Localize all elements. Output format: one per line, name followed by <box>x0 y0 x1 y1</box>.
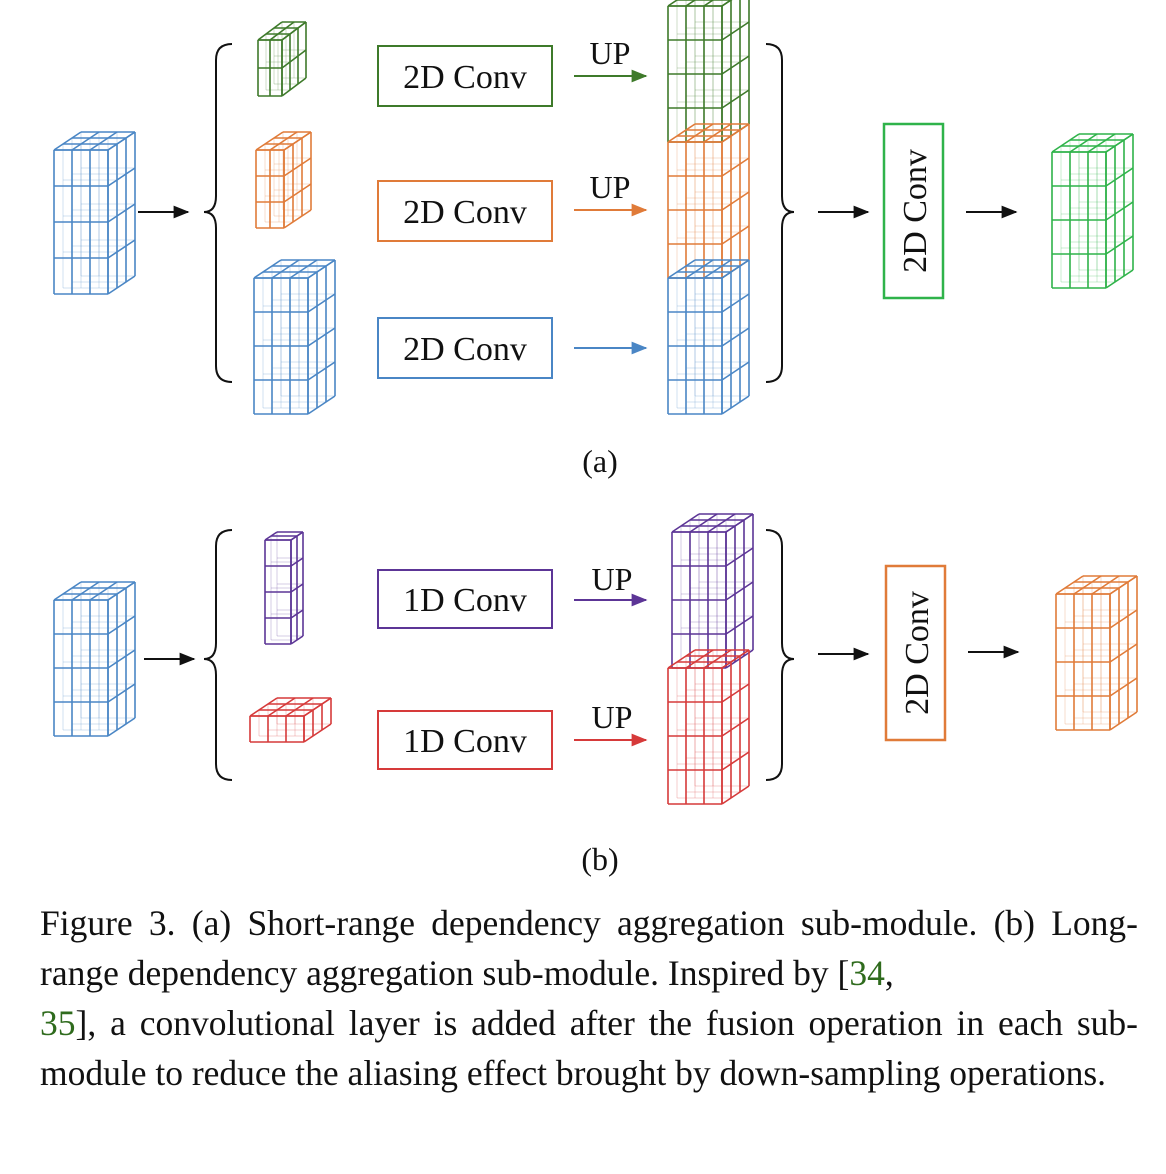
branch-b2-up-label: UP <box>592 699 633 735</box>
branch-a1-conv-box <box>377 45 553 107</box>
panel-a-label: (a) <box>582 443 618 479</box>
branch-b1-output-tensor <box>671 513 754 669</box>
branch-b2-input-tensor <box>249 697 332 743</box>
architecture-diagram: 2D Conv UP 2D Conv UP 2D Conv 2D Conv (a… <box>53 0 1138 877</box>
branch-a3-conv-box <box>377 317 553 379</box>
fusion-conv-box-a <box>882 122 945 300</box>
panel-b: 1D Conv UP 1D Conv UP 2D Conv (b) <box>53 513 1138 877</box>
branch-b1-conv-label: 1D Conv <box>403 582 527 619</box>
panel-b-label: (b) <box>581 841 618 877</box>
branch-a2-conv-label: 2D Conv <box>403 194 527 231</box>
branch-b1-input-tensor <box>264 531 304 645</box>
input-tensor-b <box>53 581 136 737</box>
branch-a1-conv-label: 2D Conv <box>403 59 527 96</box>
right-brace-a <box>765 43 795 383</box>
caption-text-suffix: ], a convolutional layer is added after … <box>40 1003 1138 1093</box>
fusion-conv-label-b: 2D Conv <box>899 591 936 715</box>
input-tensor-a <box>53 131 136 295</box>
branch-b2-conv-box <box>377 710 553 770</box>
fusion-conv-box-b <box>884 564 947 742</box>
citation-link-35[interactable]: 35 <box>40 1003 76 1043</box>
branch-a2-conv-box <box>377 180 553 242</box>
branch-b1-conv-box <box>377 569 553 629</box>
citation-link-34[interactable]: 34 <box>849 953 885 993</box>
output-tensor-a <box>1051 133 1134 289</box>
branch-b2-conv-label: 1D Conv <box>403 723 527 760</box>
fusion-conv-label-a: 2D Conv <box>897 149 934 273</box>
branch-a3-conv-label: 2D Conv <box>403 331 527 368</box>
branch-a1-input-tensor <box>257 21 307 97</box>
caption-text-prefix: Figure 3. (a) Short-range dependency agg… <box>40 903 1138 993</box>
branch-a2-up-label: UP <box>590 169 631 205</box>
branch-a3-input-tensor <box>253 259 336 415</box>
right-brace-b <box>765 529 795 781</box>
branch-a2-input-tensor <box>255 131 312 229</box>
left-brace-b <box>203 529 233 781</box>
panel-a: 2D Conv UP 2D Conv UP 2D Conv 2D Conv (a… <box>53 0 1134 479</box>
branch-a2-output-tensor <box>667 123 750 279</box>
figure-caption: Figure 3. (a) Short-range dependency agg… <box>40 898 1138 1098</box>
caption-separator: , <box>884 953 894 993</box>
output-tensor-b <box>1055 575 1138 731</box>
branch-a1-output-tensor <box>667 0 750 143</box>
branch-b1-up-label: UP <box>592 561 633 597</box>
left-brace-a <box>203 43 233 383</box>
branch-a3-output-tensor <box>667 259 750 415</box>
branch-b2-output-tensor <box>667 649 750 805</box>
branch-a1-up-label: UP <box>590 35 631 71</box>
